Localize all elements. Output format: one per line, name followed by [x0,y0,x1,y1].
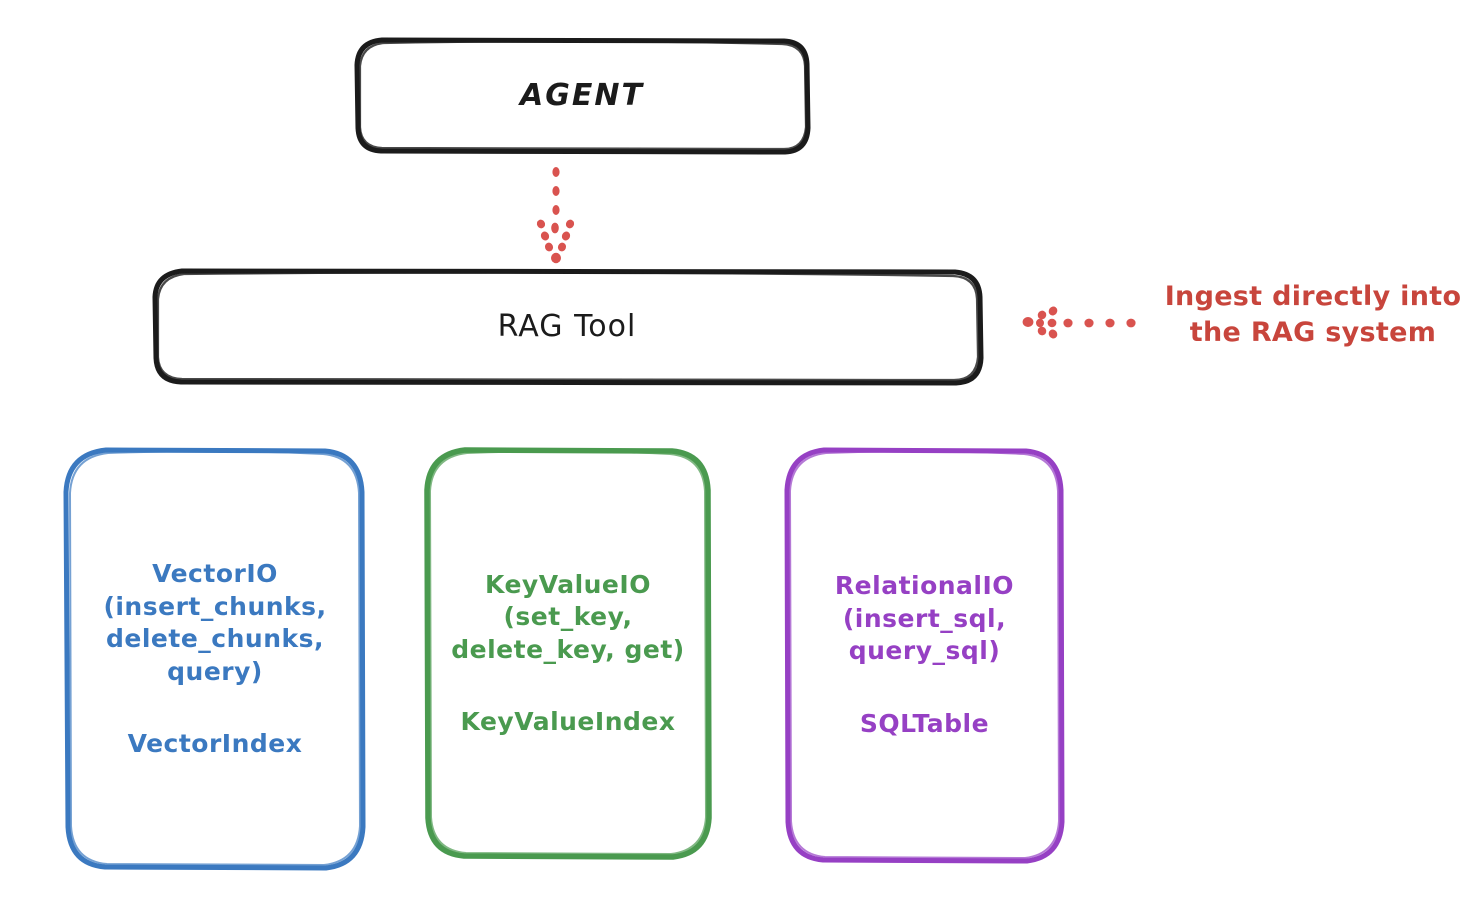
vectorio-index-label: VectorIndex [127,729,303,759]
agent-node[interactable]: AGENT [356,38,808,154]
relationalio-node[interactable]: RelationalIO (insert_sql, query_sql) SQL… [785,449,1064,861]
relationalio-api-label: RelationalIO (insert_sql, query_sql) [834,571,1015,665]
rag-tool-node[interactable]: RAG Tool [153,270,981,384]
ingest-to-rag-tool-connector [1022,306,1136,339]
vectorio-node[interactable]: VectorIO (insert_chunks, delete_chunks, … [65,449,365,870]
agent-label: AGENT [520,78,644,114]
keyvalueio-node[interactable]: KeyValueIO (set_key, delete_key, get) Ke… [425,449,711,858]
agent-to-rag-tool-connector [536,167,575,264]
ingest-annotation-text: Ingest directly into the RAG system [1164,281,1462,348]
keyvalueio-api-label: KeyValueIO (set_key, delete_key, get) [451,569,685,664]
keyvalueio-index-label: KeyValueIndex [460,707,676,736]
relationalio-index-label: SQLTable [859,708,990,738]
rag-tool-label: RAG Tool [497,309,637,345]
vectorio-api-label: VectorIO (insert_chunks, delete_chunks, … [103,559,327,686]
